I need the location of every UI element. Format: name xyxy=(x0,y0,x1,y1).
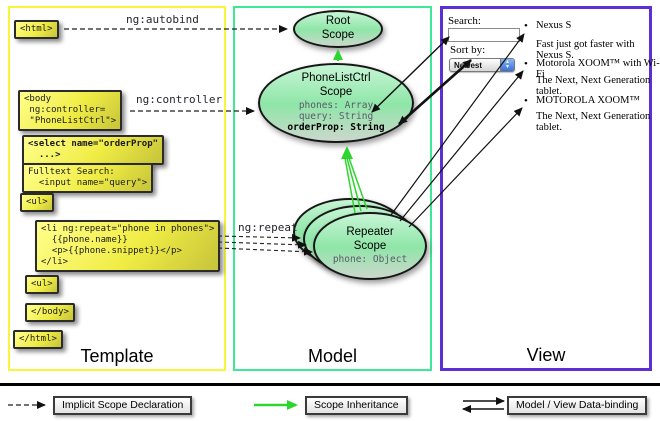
phone-item-name: MOTOROLA XOOM™ xyxy=(536,95,640,106)
legend-model-view-data-binding: Model / View Data-binding xyxy=(507,396,648,415)
phone-item-desc: Fast just got faster with Nexus S. xyxy=(536,39,635,61)
ng-controller-label: ng:controller xyxy=(136,93,223,106)
ng-autobind-label: ng:autobind xyxy=(126,13,199,26)
root-scope-ellipse: Root Scope xyxy=(293,10,383,48)
code-box-ul-open: <ul> xyxy=(20,193,54,212)
legend-separator xyxy=(0,383,660,386)
code-box-ul-close: <ul> xyxy=(25,275,59,294)
sort-by-label: Sort by: xyxy=(450,44,486,56)
phone-item-desc: The Next, Next Generation tablet. xyxy=(536,111,651,133)
code-box-html-open: <html> xyxy=(14,20,59,39)
code-box-html-close: </html> xyxy=(13,330,63,349)
template-section-label: Template xyxy=(80,346,154,366)
phone-item-name: Motorola XOOM™ with Wi-Fi xyxy=(536,58,660,80)
bullet-icon: • xyxy=(524,20,528,32)
phone-item-name: Nexus S xyxy=(536,20,572,31)
bullet-icon: • xyxy=(524,58,528,70)
legend-implicit-scope-declaration: Implicit Scope Declaration xyxy=(53,396,193,415)
legend-scope-inheritance: Scope Inheritance xyxy=(305,396,408,415)
phone-item-desc: The Next, Next Generation tablet. xyxy=(536,75,651,97)
phonelistctrl-scope-orderprop: orderProp: String xyxy=(287,122,385,134)
search-label: Search: xyxy=(448,15,481,27)
code-box-li-repeat: <li ng:repeat="phone in phones"> {{phone… xyxy=(35,220,221,272)
ng-repeat-label: ng:repeat xyxy=(238,221,298,234)
root-scope-title: Root Scope xyxy=(321,15,355,41)
code-box-select: <select name="orderProp" ...> xyxy=(22,135,165,165)
repeater-scope-title: Repeater Scope xyxy=(346,225,394,252)
code-box-body-close: </body> xyxy=(25,303,75,322)
sort-select-value: Newest xyxy=(454,60,483,70)
sort-select[interactable]: Newest ▲▼ xyxy=(449,58,515,72)
select-stepper-icon: ▲▼ xyxy=(500,59,514,71)
code-box-fulltext-search: Fulltext Search: <input name="query"> xyxy=(22,163,154,193)
repeater-scope-prop: phone: Object xyxy=(332,254,408,266)
model-section-label: Model xyxy=(307,346,358,366)
search-input[interactable] xyxy=(448,28,520,42)
repeater-scope-ellipse-front: Repeater Scope phone: Object xyxy=(313,212,427,280)
phonelistctrl-scope-title: PhoneListCtrl Scope xyxy=(301,72,371,98)
model-section: Model xyxy=(233,6,432,371)
view-section-label: View xyxy=(526,345,566,365)
phonelistctrl-scope-ellipse: PhoneListCtrl Scope phones: Array query:… xyxy=(258,63,414,143)
bullet-icon: • xyxy=(524,95,528,107)
code-box-body-open: <body ng:controller= "PhoneListCtrl"> xyxy=(18,90,123,131)
phonelistctrl-scope-props: phones: Array query: String xyxy=(298,100,374,123)
